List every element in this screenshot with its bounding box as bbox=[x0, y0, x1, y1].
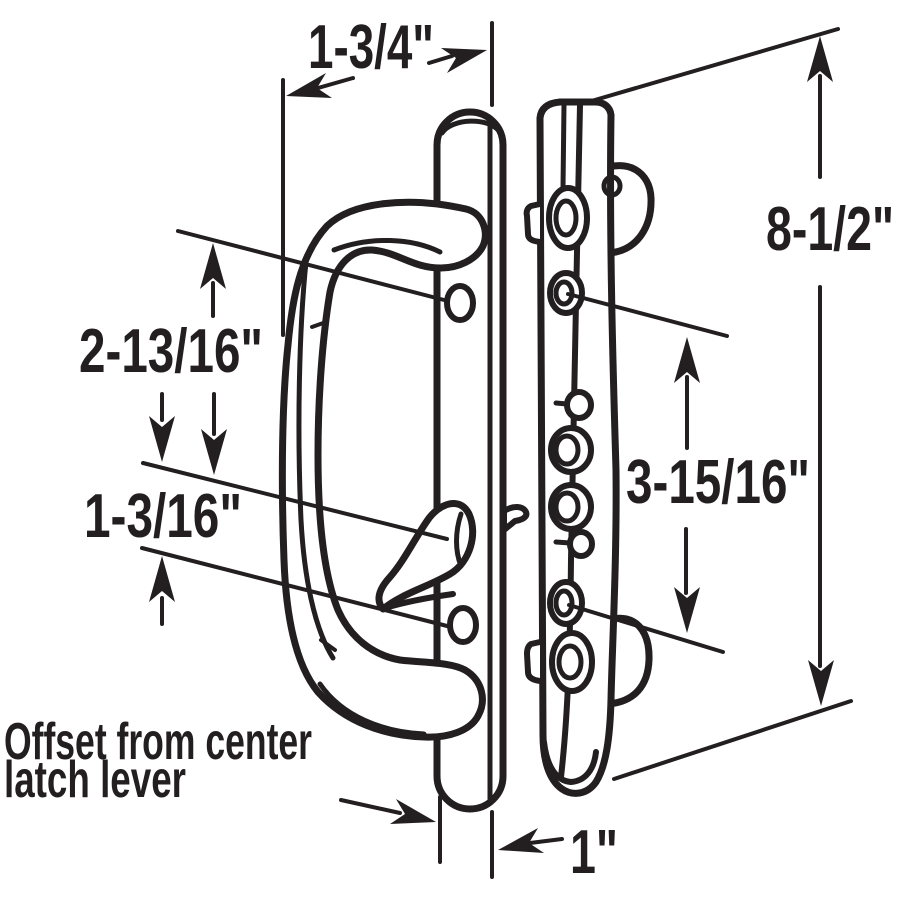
dim-label-overall-height: 8-1/2" bbox=[766, 195, 894, 264]
arrowhead-up-icon bbox=[200, 243, 226, 289]
roller-hole-lower-inner bbox=[553, 490, 581, 524]
latch-bar bbox=[523, 98, 655, 797]
arrow-tail-right bbox=[427, 54, 454, 65]
dim-label-latch-hole-spacing: 3-15/16" bbox=[626, 448, 810, 517]
handle-plate-top-face bbox=[439, 118, 502, 136]
arrow-tail-left bbox=[339, 798, 402, 815]
grip-bottom-accent bbox=[317, 681, 427, 737]
caption: Offset from center latch lever bbox=[4, 713, 312, 809]
dim-label-top-width: 1-3/4" bbox=[308, 13, 434, 82]
grip-tick-upper bbox=[310, 320, 328, 329]
leader-top-screw-hole bbox=[176, 229, 450, 303]
grip-handle bbox=[278, 198, 489, 741]
grommet-hole-top-inner bbox=[553, 198, 579, 238]
arrowhead-up-icon bbox=[807, 36, 833, 82]
grip-outline bbox=[278, 198, 489, 741]
dimension-overall-height: 8-1/2" bbox=[586, 27, 894, 781]
latch-lever-accent bbox=[454, 511, 464, 569]
pin-hole-lower-inner bbox=[553, 588, 575, 618]
arrow-tail-left bbox=[316, 76, 355, 90]
arrowhead-up-icon bbox=[149, 556, 175, 602]
grommet-hole-bottom-inner bbox=[556, 643, 584, 681]
screw-hole-top bbox=[444, 283, 476, 323]
grip-tick-lower bbox=[319, 638, 337, 652]
latch-bolt-tab bbox=[501, 504, 530, 533]
latch-strike-bump-lower bbox=[604, 614, 653, 708]
cam-knob-lower bbox=[567, 529, 595, 559]
arrowhead-down-icon bbox=[201, 429, 227, 475]
leader-bottom bbox=[612, 699, 853, 781]
strike-bump-detail-circle bbox=[601, 174, 623, 198]
dimension-bottom-width: 1" bbox=[339, 795, 618, 887]
dim-label-top-screw-to-lever: 2-13/16" bbox=[79, 317, 263, 386]
latch-bar-holes bbox=[546, 185, 595, 694]
dim-label-bottom-width: 1" bbox=[570, 818, 618, 887]
dimension-top-width: 1-3/4" bbox=[281, 13, 494, 337]
arrowhead-down-icon bbox=[149, 416, 175, 462]
latch-lever bbox=[375, 500, 477, 613]
latch-bar-top-edge-line bbox=[560, 101, 567, 191]
leader-bottom-screw-hole bbox=[140, 546, 453, 629]
caption-line-1: Offset from center bbox=[4, 713, 312, 771]
arrowhead-down-icon bbox=[674, 587, 700, 633]
arrow-tail-right bbox=[528, 837, 564, 845]
cam-knob-upper bbox=[564, 389, 594, 421]
arrowhead-down-icon bbox=[808, 660, 834, 706]
grip-top-accent bbox=[331, 237, 443, 255]
leader-top bbox=[586, 27, 840, 104]
dimension-latch-hole-spacing: 3-15/16" bbox=[566, 292, 810, 654]
dimension-top-screw-to-lever: 2-13/16" bbox=[79, 243, 263, 475]
leader-upper-hole bbox=[566, 292, 729, 338]
arrowhead-up-icon bbox=[674, 337, 700, 383]
roller-hole-upper-inner bbox=[553, 433, 581, 467]
arrowhead-right-icon bbox=[441, 48, 487, 73]
latch-bar-bottom-face bbox=[541, 739, 599, 786]
arrowhead-left-icon bbox=[498, 828, 544, 853]
arrowhead-right-icon bbox=[390, 799, 436, 824]
arrowhead-left-icon bbox=[286, 73, 332, 98]
handle-assembly bbox=[278, 108, 530, 813]
dim-label-lever-to-bottom-screw: 1-3/16" bbox=[84, 482, 242, 551]
dimension-lever-to-bottom-screw: 1-3/16" bbox=[84, 392, 242, 626]
leader-latch-lever bbox=[141, 461, 449, 541]
latch-lever-base-line bbox=[382, 591, 456, 611]
latch-lever-body bbox=[375, 500, 477, 613]
leader-lower-hole bbox=[567, 603, 725, 654]
latch-bar-notch-upper bbox=[523, 201, 543, 245]
latch-bar-notch-lower bbox=[524, 639, 543, 684]
caption-line-2: latch lever bbox=[4, 751, 186, 809]
